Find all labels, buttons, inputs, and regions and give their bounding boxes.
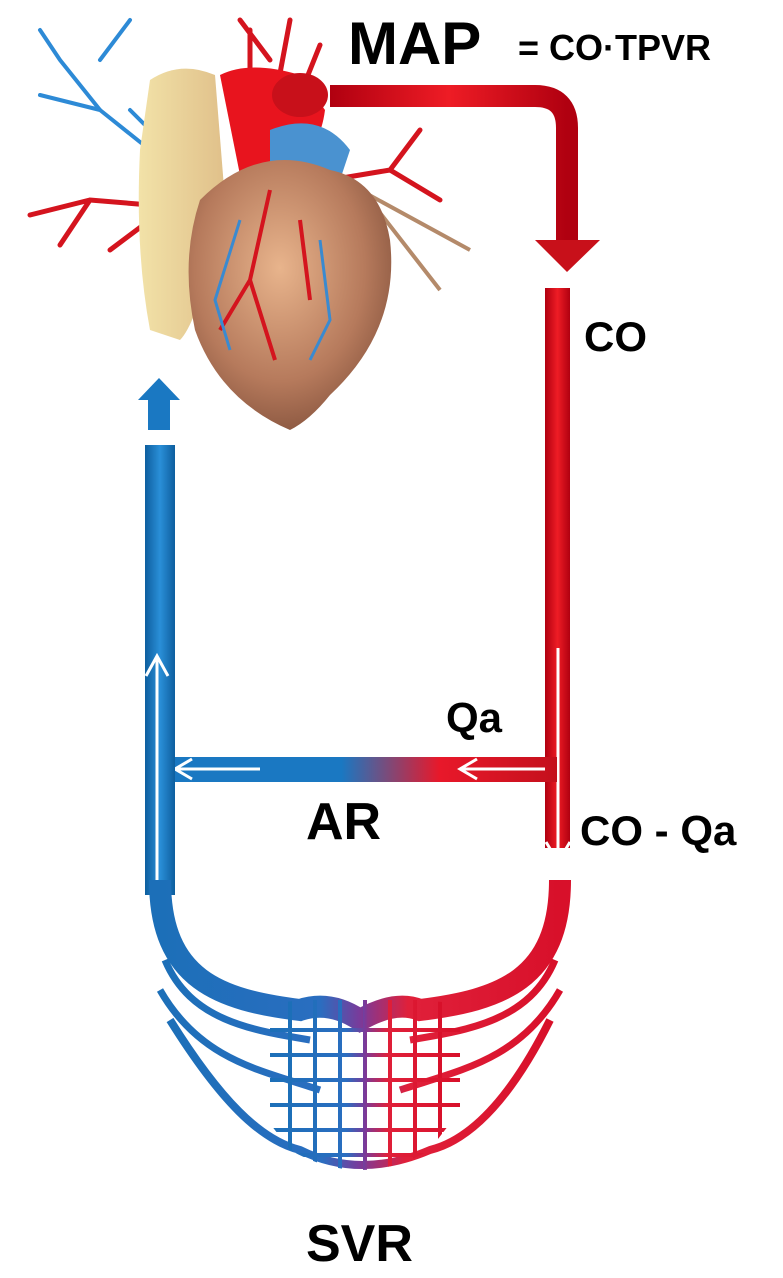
capillary-bed — [149, 879, 571, 1170]
svr-label: SVR — [306, 1215, 413, 1273]
arrow-down-icon — [544, 648, 572, 865]
map-label: MAP — [348, 10, 482, 77]
heart-illustration — [27, 17, 471, 430]
co-minus-qa-label: CO - Qa — [580, 807, 737, 854]
arrow-up-icon — [138, 378, 180, 430]
map-equation: = CO·TPVR — [518, 27, 712, 68]
arrow-left-icon — [172, 757, 545, 781]
qa-label: Qa — [446, 694, 503, 741]
ar-label: AR — [306, 793, 382, 851]
aorta-arrow-down-icon — [330, 85, 600, 272]
co-label: CO — [584, 313, 647, 360]
